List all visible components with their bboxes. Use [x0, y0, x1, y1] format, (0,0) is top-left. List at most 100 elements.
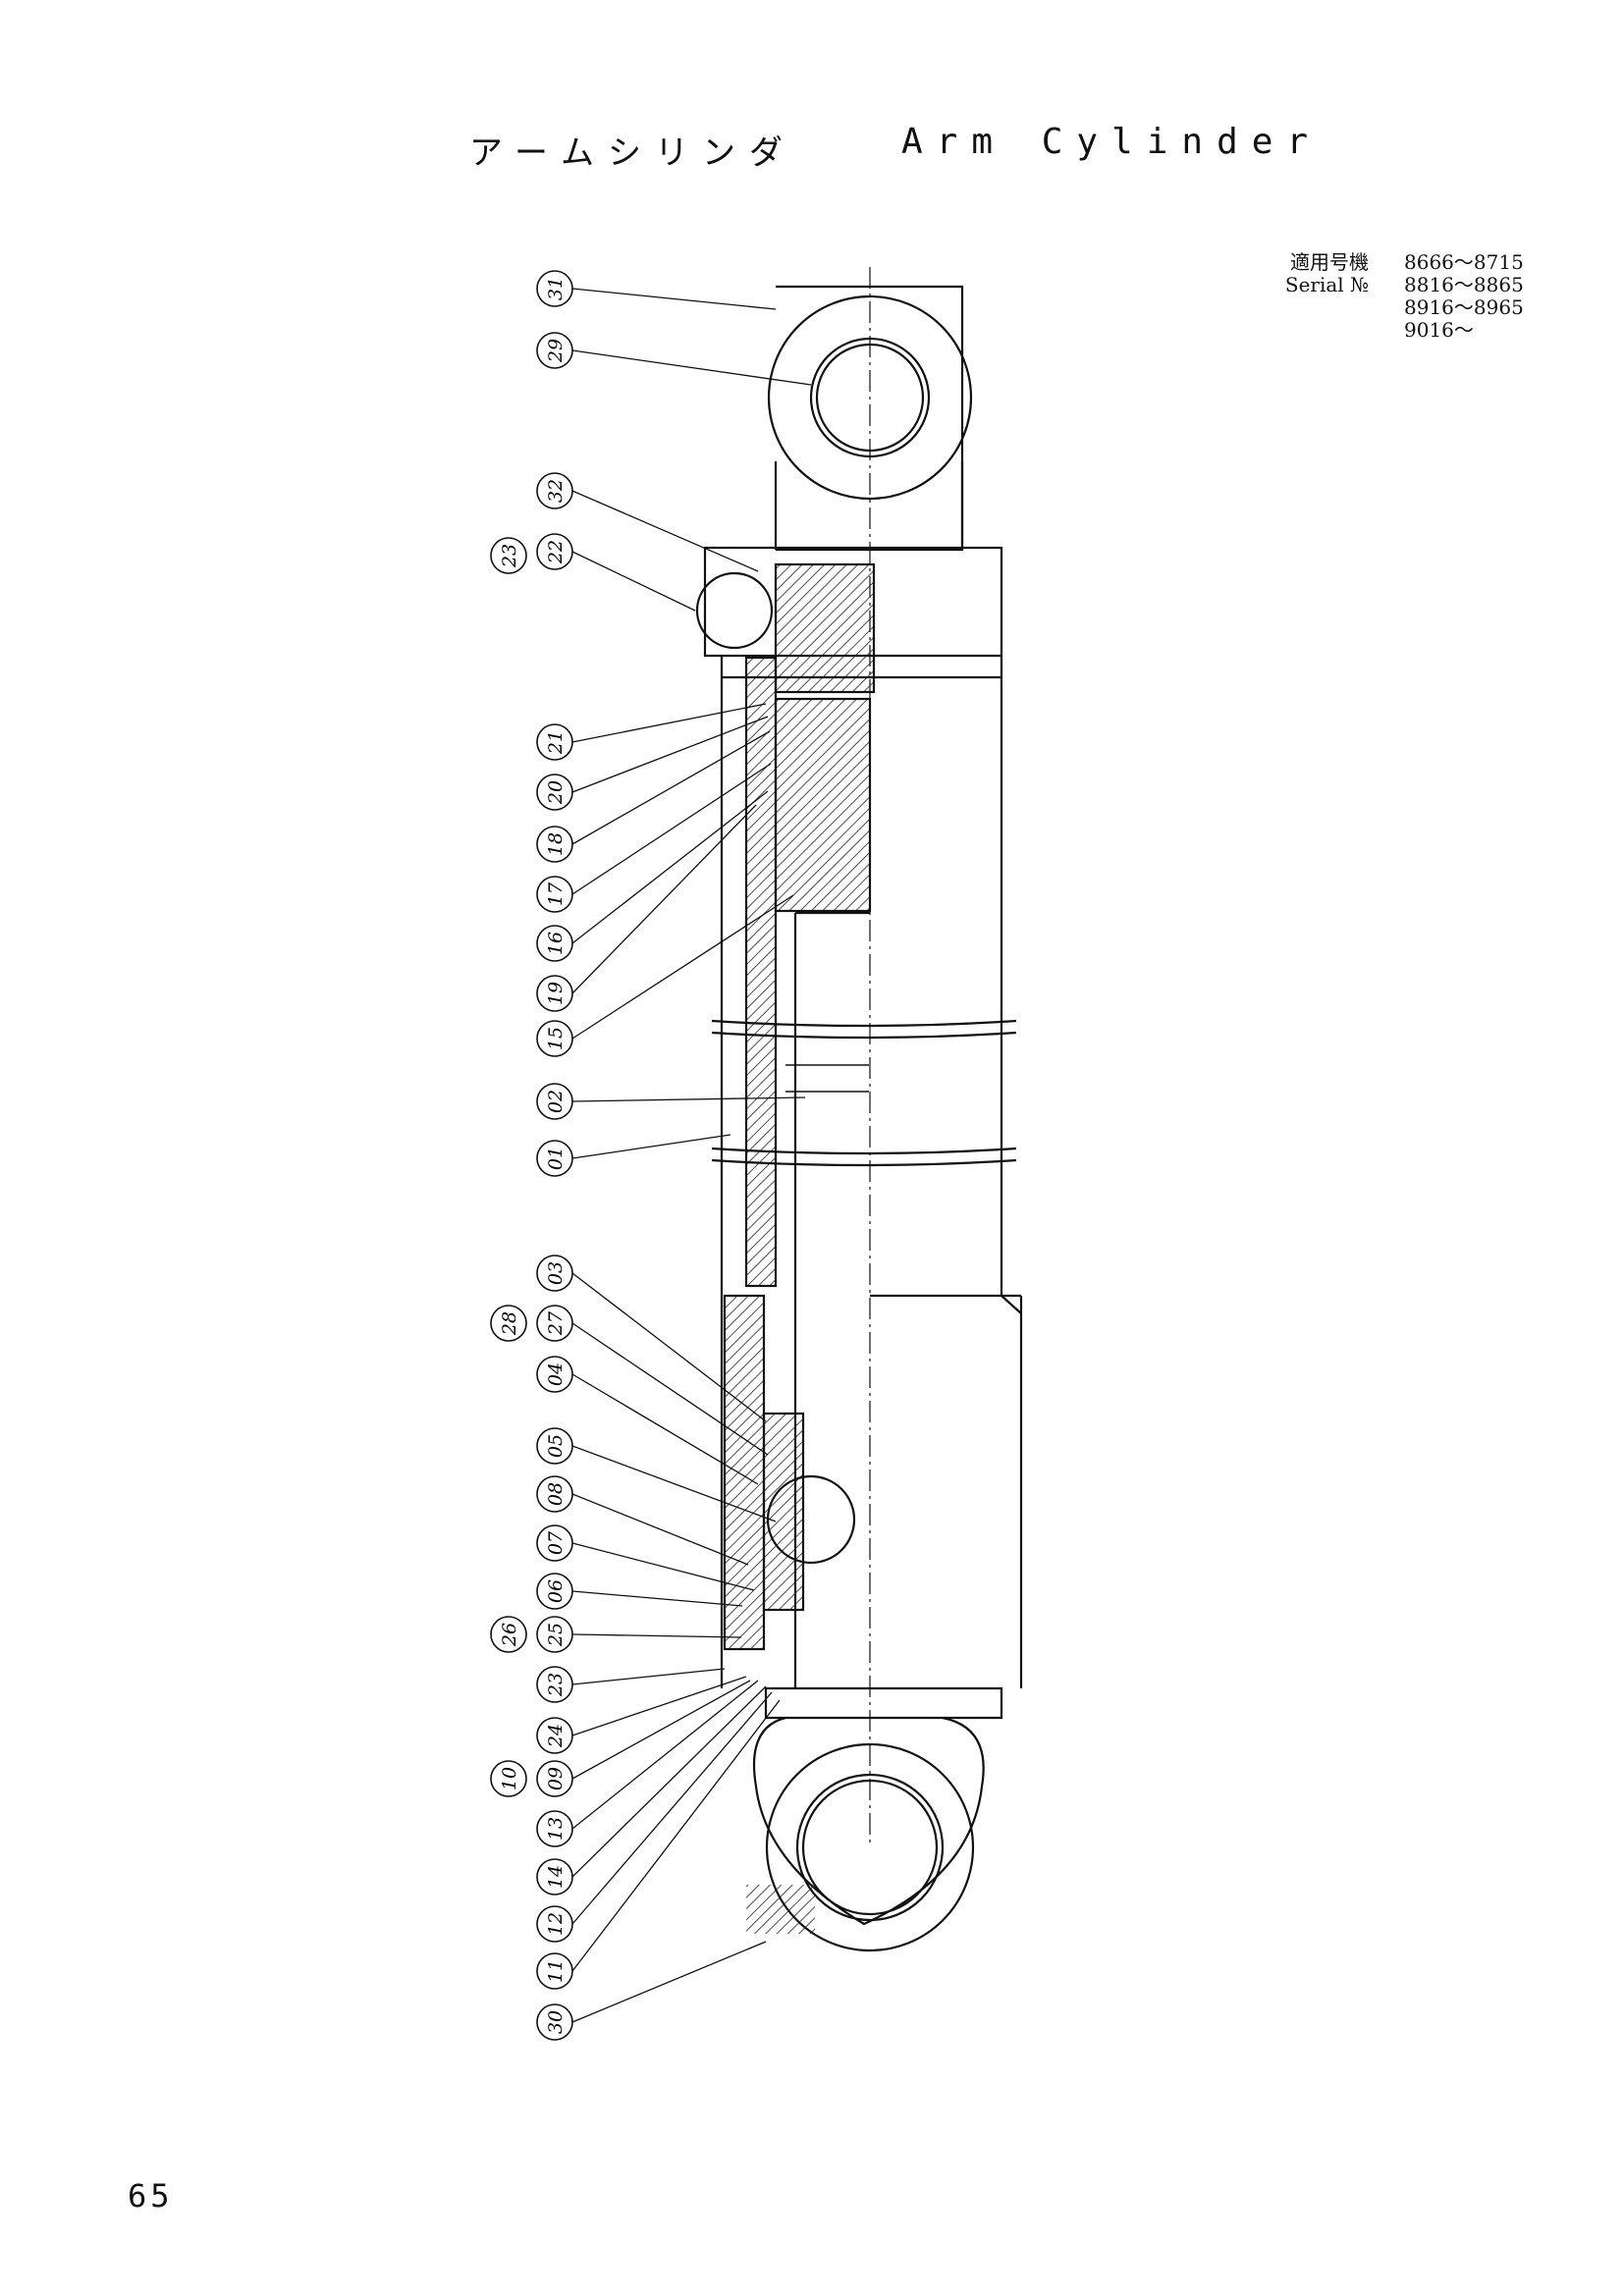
tube-walls	[720, 656, 1003, 1296]
leader-line-c23b	[571, 1668, 726, 1685]
leader-line-c24	[571, 1676, 747, 1736]
callout-circle-c30	[536, 2003, 573, 2041]
callout-circle-c25	[536, 1616, 573, 1653]
callout-circle-c10	[490, 1760, 527, 1797]
callout-label-c22: 22	[545, 540, 567, 564]
top-eye-inner-1	[809, 337, 931, 458]
callout-circle-c14	[536, 1858, 573, 1896]
callout-c29: 29	[536, 332, 812, 386]
callout-c20: 20	[536, 716, 769, 811]
callout-circle-c27	[536, 1305, 573, 1342]
callout-label-c23b: 23	[545, 1673, 567, 1697]
callout-circle-c29	[536, 332, 573, 369]
callout-c17: 17	[536, 763, 772, 913]
leader-line-c18	[571, 730, 771, 845]
head-section-hatch	[774, 562, 876, 694]
callout-c08: 08	[536, 1475, 749, 1566]
rod-end-eye-body	[752, 1716, 985, 1926]
callout-c22: 22	[536, 533, 696, 612]
top-eye-outer	[767, 294, 973, 501]
callout-c27: 27	[536, 1305, 769, 1456]
rod-end-neck	[764, 1686, 1003, 1720]
callout-circle-c19	[536, 975, 573, 1012]
leader-line-c04	[571, 1373, 759, 1485]
callout-circle-c13	[536, 1810, 573, 1847]
callout-circle-c31	[536, 270, 573, 307]
callout-c32: 32	[536, 472, 759, 572]
callout-c19: 19	[536, 804, 757, 1012]
leader-line-c32	[571, 490, 759, 572]
serial-label-serial-no: Serial №	[1284, 273, 1369, 296]
callout-c13: 13	[536, 1680, 759, 1847]
cylinder-outline	[695, 267, 1023, 1952]
callout-circle-c23b	[536, 1666, 573, 1703]
callout-circle-c16	[536, 925, 573, 962]
leader-line-c03	[571, 1272, 767, 1422]
bottom-eye-inner-2	[801, 1779, 939, 1916]
callout-circle-c02	[536, 1083, 573, 1120]
callout-label-c18: 18	[545, 832, 567, 856]
head-port	[695, 571, 774, 650]
grease-fitting-hatch	[746, 1885, 815, 1934]
leader-line-c30	[571, 1941, 767, 2023]
callout-label-c16: 16	[545, 932, 567, 955]
callout-c24: 24	[536, 1676, 747, 1754]
callout-c30: 30	[536, 1941, 767, 2041]
leader-line-c29	[571, 349, 812, 386]
callout-circle-c18	[536, 826, 573, 863]
callout-label-c14: 14	[545, 1865, 567, 1889]
piston-hatch	[762, 1412, 805, 1612]
callout-circle-c22	[536, 533, 573, 570]
callout-circle-c01	[536, 1140, 573, 1177]
callout-circle-c06	[536, 1573, 573, 1610]
callout-c14: 14	[536, 1685, 767, 1896]
callout-label-c29: 29	[545, 339, 567, 363]
serial-range-2: 8816〜8865	[1404, 273, 1524, 296]
callout-circle-c09	[536, 1760, 573, 1797]
callout-label-c27: 27	[545, 1310, 567, 1336]
callout-circle-c32	[536, 472, 573, 509]
serial-ranges: 8666〜8715 8816〜8865 8916〜8965 9016〜	[1404, 251, 1524, 342]
piston-port	[766, 1474, 856, 1565]
callout-c10: 10	[490, 1760, 527, 1797]
callout-label-c26: 26	[499, 1623, 520, 1647]
callout-label-c15: 15	[545, 1027, 567, 1050]
callout-label-c01: 01	[545, 1147, 567, 1170]
page-number: 65	[128, 2177, 174, 2215]
callout-label-c21: 21	[545, 730, 567, 755]
callout-label-c17: 17	[545, 881, 567, 906]
callout-label-c30: 30	[545, 2010, 567, 2034]
callout-c03: 03	[536, 1255, 767, 1422]
callout-label-c23a: 23	[499, 544, 520, 568]
callout-c01: 01	[536, 1134, 731, 1177]
callout-circle-c23a	[490, 537, 527, 574]
callout-c25: 25	[536, 1616, 742, 1653]
callout-c02: 02	[536, 1083, 806, 1120]
title-english: Arm Cylinder	[901, 122, 1323, 162]
callout-circle-c04	[536, 1356, 573, 1393]
leader-line-c31	[571, 288, 777, 310]
callout-label-c08: 08	[545, 1482, 567, 1506]
callout-circle-c08	[536, 1475, 573, 1513]
callout-circle-c21	[536, 723, 573, 761]
callout-c09: 09	[536, 1680, 751, 1797]
leader-line-c13	[571, 1680, 759, 1830]
leader-line-c12	[571, 1691, 773, 1925]
callout-label-c11: 11	[545, 1959, 567, 1983]
callout-label-c13: 13	[545, 1817, 567, 1841]
callout-c06: 06	[536, 1573, 743, 1610]
leader-line-c16	[571, 790, 769, 944]
callout-label-c25: 25	[545, 1623, 567, 1647]
leader-line-c11	[571, 1699, 781, 1972]
callout-c28: 28	[490, 1305, 527, 1342]
callout-label-c06: 06	[545, 1579, 567, 1603]
callout-label-c10: 10	[499, 1767, 520, 1790]
leader-line-c22	[571, 551, 696, 612]
leader-line-c15	[571, 894, 794, 1040]
leader-line-c25	[571, 1633, 742, 1638]
callout-circle-c17	[536, 876, 573, 913]
callout-label-c03: 03	[545, 1261, 567, 1285]
leader-line-c19	[571, 804, 757, 994]
serial-range-4: 9016〜	[1404, 318, 1474, 342]
serial-labels: 適用号機 Serial №	[1267, 251, 1369, 296]
